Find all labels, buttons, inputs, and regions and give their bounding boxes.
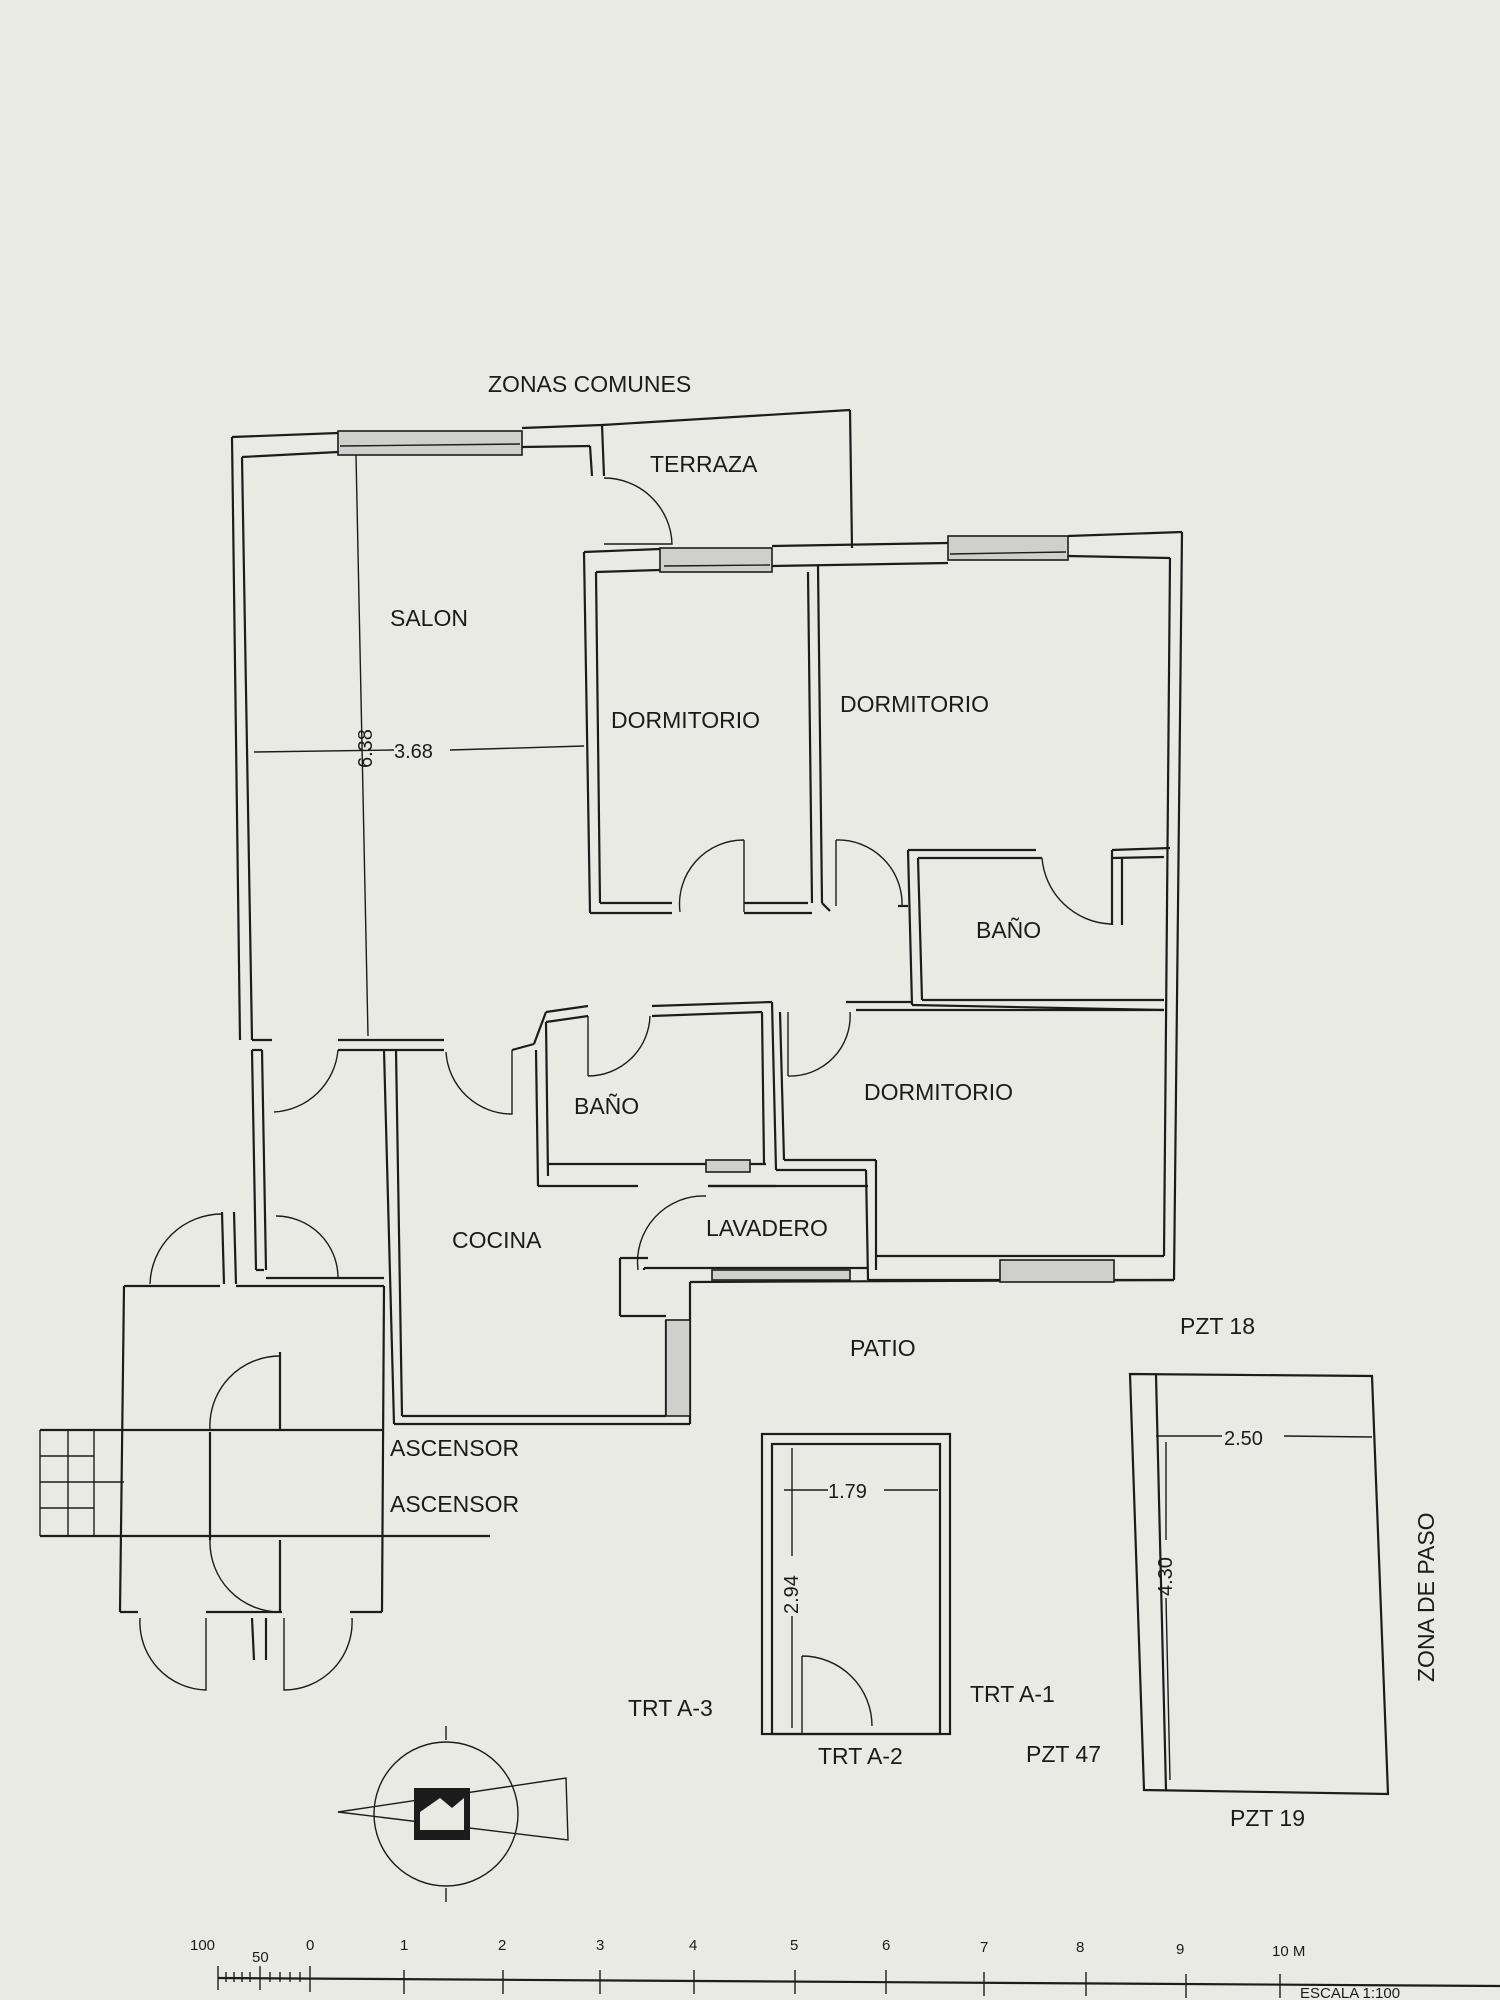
lavadero-label: LAVADERO bbox=[706, 1215, 828, 1241]
dormitorio-3-label: DORMITORIO bbox=[864, 1079, 1013, 1105]
door-bedroom-2 bbox=[835, 839, 903, 907]
window-bedroom-3 bbox=[999, 1259, 1115, 1283]
parking-length-dim: 4.30 bbox=[1155, 1557, 1177, 1596]
scale-tick-4: 4 bbox=[689, 1937, 697, 1954]
patio-label: PATIO bbox=[850, 1335, 916, 1361]
door-bedroom-1 bbox=[678, 839, 745, 913]
salon-label: SALON bbox=[390, 605, 468, 631]
walls bbox=[39, 408, 1184, 1661]
trt-a1-label: TRT A-1 bbox=[970, 1681, 1055, 1707]
door-landing-br bbox=[283, 1617, 353, 1691]
zonas-comunes-label: ZONAS COMUNES bbox=[488, 371, 691, 397]
pzt-19-label: PZT 19 bbox=[1230, 1805, 1305, 1831]
scale-tick-50: 50 bbox=[252, 1949, 269, 1966]
scale-tick-9: 9 bbox=[1176, 1941, 1184, 1958]
trastero-width-dim: 1.79 bbox=[828, 1481, 867, 1503]
door-entry-right bbox=[275, 1215, 339, 1279]
window-bedroom-1 bbox=[659, 547, 773, 573]
scale-tick-5: 5 bbox=[790, 1937, 798, 1954]
salon-length-dim: 6.38 bbox=[355, 729, 377, 768]
trt-a3-label: TRT A-3 bbox=[628, 1695, 713, 1721]
bano-2-label: BAÑO bbox=[574, 1093, 639, 1119]
scale-bar bbox=[217, 1966, 1500, 1998]
scale-title: ESCALA 1:100 bbox=[1300, 1985, 1400, 2000]
zona-de-paso-label: ZONA DE PASO bbox=[1413, 1512, 1439, 1682]
pzt-47-label: PZT 47 bbox=[1026, 1741, 1101, 1767]
dormitorio-1-label: DORMITORIO bbox=[611, 707, 760, 733]
window-salon bbox=[337, 430, 523, 456]
dimension-lines bbox=[253, 745, 1171, 1781]
door-landing-top bbox=[209, 1355, 281, 1431]
cocina-label: COCINA bbox=[452, 1227, 542, 1253]
door-entry-left bbox=[149, 1213, 223, 1285]
door-bano-2 bbox=[587, 1015, 651, 1077]
scale-tick-10m: 10 M bbox=[1272, 1943, 1305, 1960]
parking-space bbox=[1128, 1372, 1390, 1796]
trastero-length-dim: 2.94 bbox=[781, 1575, 803, 1614]
dormitorio-2-label: DORMITORIO bbox=[840, 691, 989, 717]
door-landing-mid bbox=[209, 1539, 281, 1613]
doors bbox=[139, 477, 1112, 1691]
scale-tick-1: 1 bbox=[400, 1937, 408, 1954]
door-lavadero bbox=[636, 1195, 707, 1271]
trt-a2-label: TRT A-2 bbox=[818, 1743, 903, 1769]
scale-tick-2: 2 bbox=[498, 1937, 506, 1954]
salon-width-dim: 3.68 bbox=[394, 741, 433, 763]
window-bath bbox=[705, 1159, 751, 1173]
parking-width-dim: 2.50 bbox=[1224, 1428, 1263, 1450]
scale-tick-6: 6 bbox=[882, 1937, 890, 1954]
ascensor-1-label: ASCENSOR bbox=[390, 1435, 519, 1461]
storage-room bbox=[760, 1432, 952, 1736]
window-kitchen bbox=[665, 1319, 691, 1417]
bano-1-label: BAÑO bbox=[976, 917, 1041, 943]
scale-labels: 100 50 0 1 2 3 4 5 6 7 8 9 10 M ESCALA 1… bbox=[190, 1937, 1400, 2000]
window-bedroom-2 bbox=[947, 535, 1069, 561]
windows bbox=[337, 430, 1115, 1417]
door-kitchen bbox=[445, 1050, 513, 1115]
door-terraza bbox=[603, 477, 673, 545]
door-bano-1 bbox=[1041, 857, 1112, 925]
window-lavadero bbox=[711, 1269, 851, 1281]
labels: ZONAS COMUNES TERRAZA SALON DORMITORIO D… bbox=[355, 371, 1439, 1831]
door-hall bbox=[273, 1049, 339, 1113]
scale-tick-3: 3 bbox=[596, 1937, 604, 1954]
scale-tick-0: 0 bbox=[306, 1937, 314, 1954]
door-landing-bl bbox=[139, 1617, 207, 1691]
north-arrow-icon bbox=[337, 1726, 569, 1902]
scale-tick-8: 8 bbox=[1076, 1939, 1084, 1956]
ascensor-2-label: ASCENSOR bbox=[390, 1491, 519, 1517]
terraza-label: TERRAZA bbox=[650, 451, 758, 477]
pzt-18-label: PZT 18 bbox=[1180, 1313, 1255, 1339]
scale-tick-7: 7 bbox=[980, 1939, 988, 1956]
scale-tick-100: 100 bbox=[190, 1937, 215, 1954]
door-bedroom-3 bbox=[787, 1011, 851, 1077]
